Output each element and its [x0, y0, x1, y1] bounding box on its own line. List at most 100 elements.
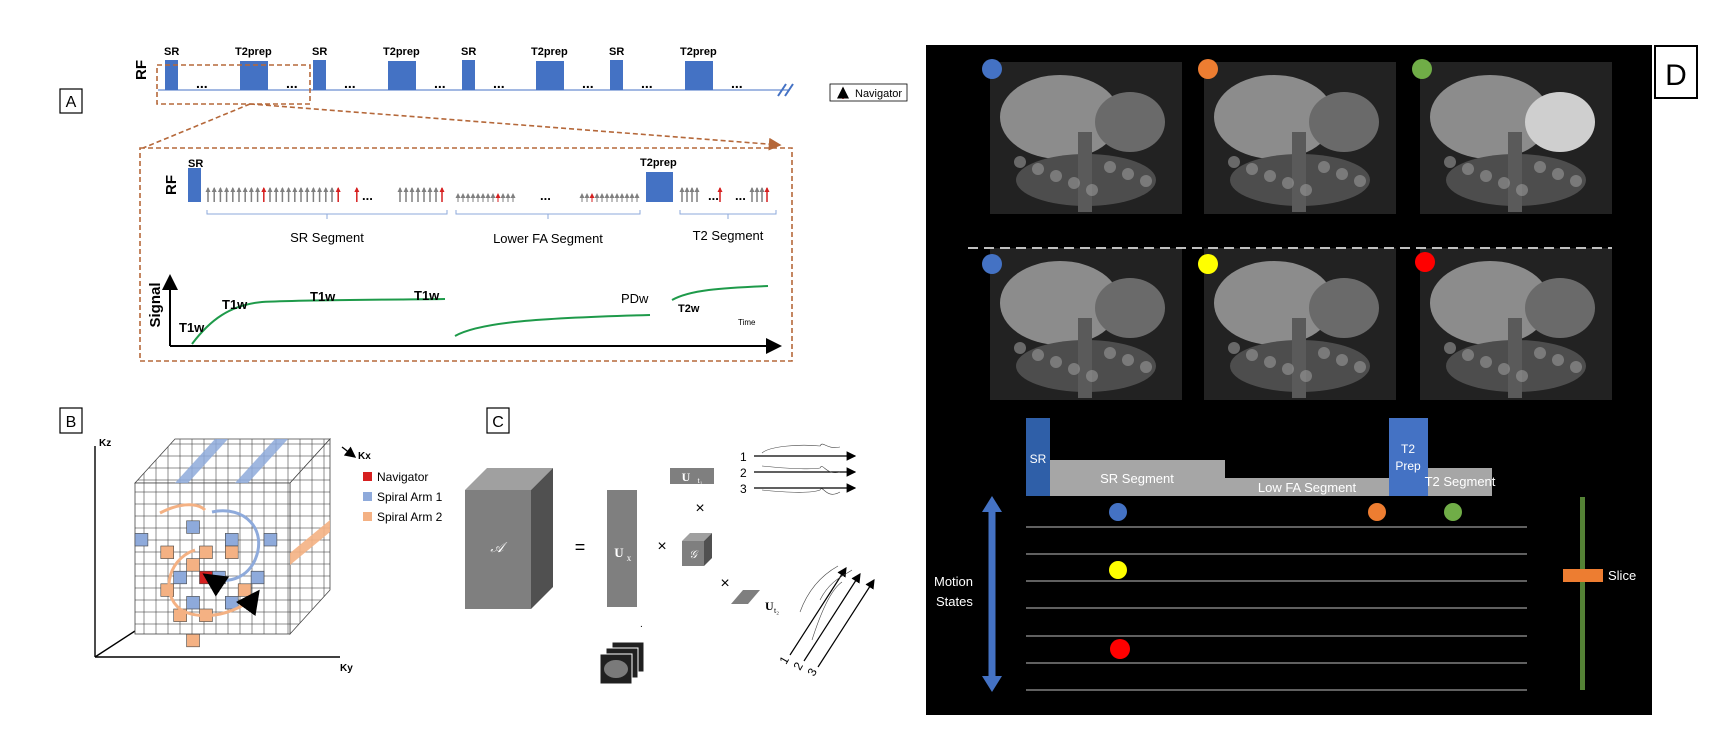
curve-label-t1w-2: T1w [222, 297, 248, 312]
mri-texture [1534, 161, 1546, 173]
dot-bottom-3 [1415, 252, 1435, 272]
ut1-curve-2 [761, 465, 841, 474]
rf-arrowhead [286, 187, 292, 192]
spiral2-arrow [167, 548, 260, 617]
rf-arrow-train: ............ [205, 187, 770, 203]
rf-arrowhead [749, 187, 755, 192]
mri-spine [1508, 318, 1522, 398]
mri-texture [1516, 184, 1528, 196]
rf-pulse-t2prep [388, 61, 416, 90]
spiral1-arrow [202, 509, 261, 597]
legend-spiral2-swatch [363, 512, 372, 521]
mri-texture [1318, 161, 1330, 173]
times-sign-1: × [657, 538, 666, 555]
mri-spine [1292, 318, 1306, 398]
mri-stomach [1309, 278, 1379, 338]
rf-pulse-label: SR [461, 46, 476, 58]
state-dot-red [1110, 639, 1130, 659]
mri-texture [1336, 168, 1348, 180]
mri-spine [1078, 132, 1092, 212]
rf-arrowhead [480, 193, 486, 198]
times-sign-2: × [695, 500, 704, 517]
mri-image-5 [1204, 248, 1396, 400]
rf-arrowhead [335, 187, 341, 192]
ux-symbol: U [614, 545, 624, 560]
rf-arrowhead [323, 187, 329, 192]
rf-pulse-train: SR...T2prep...SR...T2prep...SR...T2prep.… [164, 46, 743, 91]
rf-arrowhead [754, 187, 760, 192]
mri-texture [1534, 347, 1546, 359]
rf-arrowhead [304, 187, 310, 192]
dot-top-3 [1412, 59, 1432, 79]
ut1-index-3: 3 [740, 482, 747, 496]
axis-ky-label: Ky [340, 663, 353, 674]
rf-arrowhead [505, 193, 511, 198]
rf-ellipsis: ... [731, 75, 743, 91]
equals-sign: = [575, 537, 586, 557]
legend-navigator: Navigator [377, 470, 428, 484]
rf-arrowhead [261, 187, 267, 192]
mri-texture [1140, 175, 1152, 187]
rf-arrowhead [205, 187, 211, 192]
segment-label-sr: SR Segment [290, 230, 364, 245]
rf-arrowhead [255, 187, 261, 192]
core-g-front [682, 541, 704, 566]
mri-spine [1292, 132, 1306, 212]
kspace-cell [160, 545, 175, 559]
rf-arrowhead [409, 187, 415, 192]
seg-lowfa-label: Low FA Segment [1258, 480, 1357, 495]
kspace-cell [250, 570, 265, 585]
mri-texture [1264, 170, 1276, 182]
mri-texture [1498, 177, 1510, 189]
rf-arrowhead [433, 187, 439, 192]
rf-ellipsis: ... [344, 75, 356, 91]
rf-arrowhead [604, 193, 610, 198]
rf-arrowhead [317, 187, 323, 192]
mri-texture [1300, 184, 1312, 196]
seg-sr-label: SR [1030, 452, 1047, 466]
mri-texture [1264, 356, 1276, 368]
rf-arrowhead [594, 193, 600, 198]
tensor-a-side [531, 468, 553, 609]
ut2-symbol: U [765, 599, 774, 613]
motion-arrow-down [982, 676, 1002, 692]
rf-arrowhead [465, 193, 471, 198]
mri-image-grid [990, 62, 1612, 400]
rf-ellipsis: ... [641, 75, 653, 91]
curve-label-t1w-3: T1w [310, 289, 336, 304]
motion-arrow-up [982, 496, 1002, 512]
rf-arrowhead [298, 187, 304, 192]
bracket-t2 [679, 210, 777, 219]
slice-label: Slice [1608, 568, 1636, 583]
rf-arrowhead [470, 193, 476, 198]
mri-texture [1246, 349, 1258, 361]
mri-image-1 [990, 62, 1182, 214]
rf-arrow-ellipsis: ... [540, 188, 551, 203]
kspace-cell [263, 533, 278, 547]
rf-arrowhead [230, 187, 236, 192]
rf-arrowhead [397, 187, 403, 192]
mri-texture [1014, 342, 1026, 354]
mri-stomach [1525, 92, 1595, 152]
rf-pulse-sr [313, 60, 326, 90]
mri-texture [1032, 349, 1044, 361]
mri-texture [1498, 363, 1510, 375]
seg-t2prep-line2: Prep [1395, 459, 1421, 473]
rf-arrowhead [415, 187, 421, 192]
mri-texture [1032, 163, 1044, 175]
rf-arrowhead [510, 193, 516, 198]
zoom-source-box [156, 64, 311, 105]
tensor-a-symbol: 𝒜 [490, 541, 507, 556]
legend-spiral1: Spiral Arm 1 [377, 490, 443, 504]
mri-texture [1282, 177, 1294, 189]
axis-kz-label: Kz [99, 438, 111, 449]
kspace-cell [186, 558, 200, 572]
rf-arrowhead [614, 193, 620, 198]
ut2-index-2: 2 [790, 659, 806, 672]
rf-arrowhead [684, 187, 690, 192]
mri-texture [1462, 163, 1474, 175]
rf-arrowhead [475, 193, 481, 198]
rf-pulse-label: SR [312, 46, 327, 58]
rf-arrowhead [460, 193, 466, 198]
ut2-line-2 [803, 572, 861, 662]
